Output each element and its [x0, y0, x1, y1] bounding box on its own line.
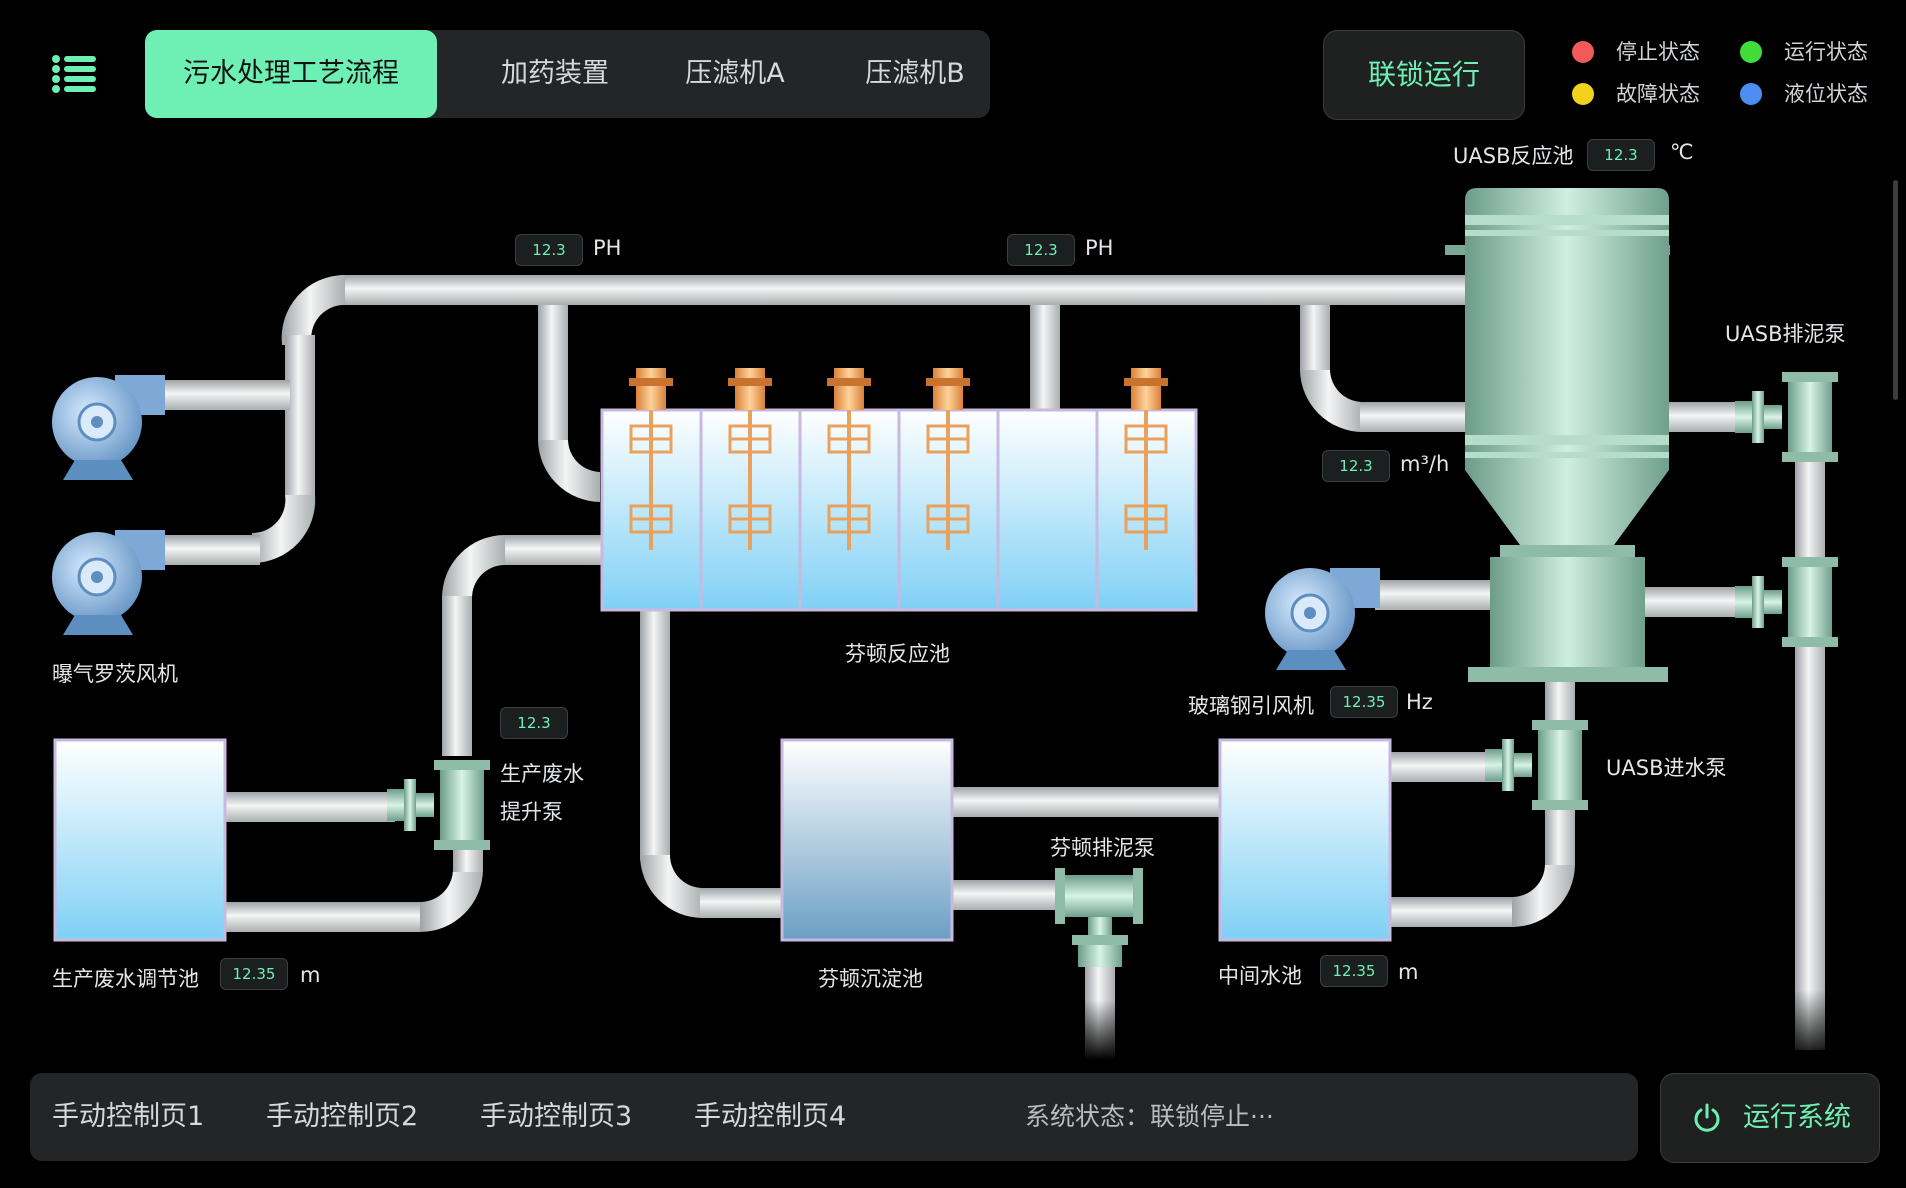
agitators: [629, 368, 1168, 550]
aeration-blower-2[interactable]: [52, 530, 165, 635]
middle-tank-label: 中间水池: [1218, 964, 1302, 988]
uasb-temp-value: 12.3: [1587, 139, 1655, 171]
fault-status-dot: [1572, 83, 1594, 105]
level-status-dot: [1740, 83, 1762, 105]
middle-tank-level-unit: m: [1398, 960, 1419, 984]
ph-unit-1: PH: [593, 236, 622, 260]
ph-value-1: 12.3: [515, 234, 583, 266]
ph-value-2: 12.3: [1007, 234, 1075, 266]
middle-tank-level-value: 12.35: [1320, 955, 1388, 987]
fenton-settling-tank: [780, 738, 954, 942]
frp-fan-label: 玻璃钢引风机: [1188, 694, 1314, 718]
lift-pump[interactable]: [387, 760, 490, 850]
uasb-reactor-label: UASB反应池: [1453, 144, 1574, 168]
fenton-sludge-pump-label: 芬顿排泥泵: [1050, 836, 1155, 860]
tab-manual-control-4[interactable]: 手动控制页4: [694, 1101, 847, 1132]
agitator: [827, 368, 871, 550]
uasb-sludge-pump-1[interactable]: [1735, 372, 1838, 462]
agitator: [629, 368, 673, 550]
regulating-tank-level-value: 12.35: [220, 958, 288, 990]
tab-manual-control-2[interactable]: 手动控制页2: [266, 1101, 419, 1132]
lift-pump-value: 12.3: [500, 707, 568, 739]
uasb-reactor-tank: [1445, 188, 1670, 682]
bottom-bar: 手动控制页1 手动控制页2 手动控制页3 手动控制页4 系统状态：联锁停止···: [30, 1073, 1638, 1161]
uasb-inlet-pump[interactable]: [1485, 720, 1588, 810]
tab-process-flow[interactable]: 污水处理工艺流程: [145, 30, 437, 118]
uasb-sludge-pump-label: UASB排泥泵: [1725, 322, 1846, 346]
lift-pump-label-2: 提升泵: [500, 800, 563, 824]
ph-unit-2: PH: [1085, 236, 1114, 260]
regulating-tank-label: 生产废水调节池: [52, 967, 199, 991]
power-icon: [1694, 1103, 1720, 1132]
frp-fan-freq-unit: Hz: [1406, 690, 1433, 714]
interlock-run-button[interactable]: 联锁运行: [1323, 30, 1525, 120]
tab-filter-press-a[interactable]: 压滤机A: [685, 58, 785, 89]
uasb-temp-unit: ℃: [1670, 140, 1694, 164]
running-status-dot: [1740, 41, 1762, 63]
agitator: [728, 368, 772, 550]
regulating-tank-level-unit: m: [300, 963, 321, 987]
fenton-reactor-label: 芬顿反应池: [845, 642, 950, 666]
agitator: [1124, 368, 1168, 550]
stop-status-dot: [1572, 41, 1594, 63]
system-status-text: 系统状态：联锁停止···: [1025, 1102, 1274, 1131]
fenton-settling-label: 芬顿沉淀池: [818, 967, 923, 991]
fenton-sludge-pump[interactable]: [1055, 868, 1143, 967]
flow-value: 12.3: [1322, 450, 1390, 482]
uasb-sludge-pump-2[interactable]: [1735, 557, 1838, 647]
fenton-reactor-tank: [600, 408, 1198, 612]
menu-icon[interactable]: [52, 54, 96, 94]
frp-induced-fan[interactable]: [1265, 568, 1380, 670]
tab-dosing-device[interactable]: 加药装置: [501, 58, 609, 89]
regulating-tank: [53, 738, 227, 942]
agitator: [926, 368, 970, 550]
aeration-blower-1[interactable]: [52, 375, 165, 480]
aeration-blower-label: 曝气罗茨风机: [52, 662, 178, 686]
run-system-button[interactable]: 运行系统: [1660, 1073, 1880, 1163]
lift-pump-label-1: 生产废水: [500, 762, 584, 786]
middle-water-tank: [1218, 738, 1392, 942]
tab-manual-control-1[interactable]: 手动控制页1: [52, 1101, 205, 1132]
tab-manual-control-3[interactable]: 手动控制页3: [480, 1101, 633, 1132]
uasb-inlet-pump-label: UASB进水泵: [1606, 756, 1727, 780]
frp-fan-freq-value: 12.35: [1330, 686, 1398, 718]
tab-filter-press-b[interactable]: 压滤机B: [865, 58, 965, 89]
run-system-label: 运行系统: [1743, 1102, 1851, 1133]
scrollbar[interactable]: [1893, 180, 1898, 400]
flow-unit: m³/h: [1400, 452, 1450, 476]
top-nav-bar: 污水处理工艺流程 加药装置 压滤机A 压滤机B: [145, 30, 990, 118]
